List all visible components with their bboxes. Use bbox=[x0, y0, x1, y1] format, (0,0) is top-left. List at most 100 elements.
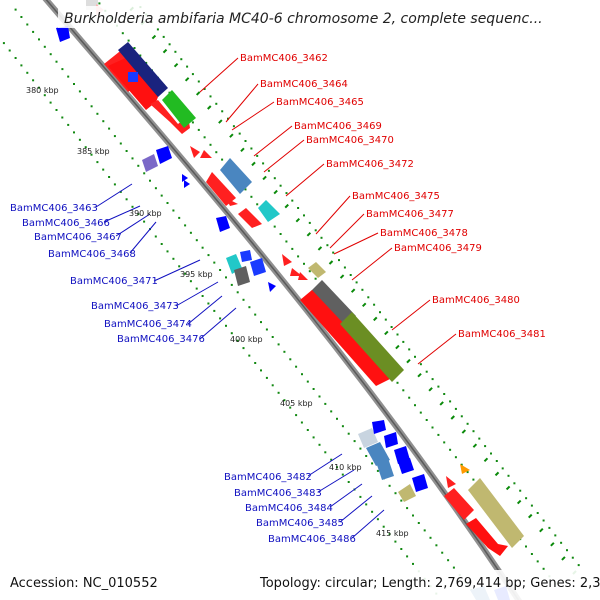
gene-3473b[interactable] bbox=[250, 258, 266, 276]
gene-3482[interactable] bbox=[358, 428, 378, 448]
gene-label[interactable]: BamMC406_3473 bbox=[91, 301, 179, 312]
gene-3485[interactable] bbox=[398, 458, 414, 474]
gene-3479[interactable] bbox=[308, 262, 326, 278]
gene-3477[interactable] bbox=[290, 268, 302, 276]
gene-3485b[interactable] bbox=[412, 474, 428, 492]
gene-label[interactable]: BamMC406_3465 bbox=[276, 97, 364, 108]
leader-line bbox=[285, 163, 325, 197]
gene-label[interactable]: BamMC406_3485 bbox=[256, 518, 344, 529]
gene-label[interactable]: BamMC406_3484 bbox=[245, 503, 333, 514]
gene-label[interactable]: BamMC406_3479 bbox=[394, 243, 482, 254]
gene-3476[interactable] bbox=[268, 282, 276, 292]
gene-3467b[interactable] bbox=[184, 180, 190, 188]
track-dot bbox=[215, 151, 218, 154]
track-dot bbox=[300, 421, 303, 424]
gene-label[interactable]: BamMC406_3471 bbox=[70, 276, 158, 287]
gene-label[interactable]: BamMC406_3472 bbox=[326, 159, 414, 170]
gene-3478[interactable] bbox=[298, 272, 308, 280]
gene-3472c[interactable] bbox=[238, 208, 262, 228]
gene-3469[interactable] bbox=[190, 146, 200, 158]
gene-3466[interactable] bbox=[142, 154, 158, 172]
track-dot bbox=[242, 347, 245, 350]
gene-3462b[interactable] bbox=[108, 56, 160, 110]
track-dot bbox=[197, 128, 200, 131]
gene-orange[interactable] bbox=[460, 464, 470, 474]
track-dot bbox=[121, 32, 124, 35]
gene-3465[interactable] bbox=[162, 90, 196, 128]
leader-line bbox=[95, 183, 133, 208]
track-dot bbox=[38, 38, 40, 41]
tick-mark bbox=[350, 288, 356, 293]
gene-3468[interactable] bbox=[216, 216, 230, 232]
gene-3472[interactable] bbox=[226, 198, 238, 206]
track-dot bbox=[460, 463, 463, 466]
track-dot bbox=[484, 445, 487, 448]
tick-mark bbox=[218, 119, 223, 124]
gene-3480-grey[interactable] bbox=[310, 280, 356, 328]
track-dot bbox=[355, 281, 358, 284]
gene-label[interactable]: BamMC406_3468 bbox=[48, 249, 136, 260]
gene-label[interactable]: BamMC406_3481 bbox=[458, 329, 546, 340]
gene-label[interactable]: BamMC406_3462 bbox=[240, 53, 328, 64]
gene-label[interactable]: BamMC406_3474 bbox=[104, 319, 192, 330]
gene-navy[interactable] bbox=[118, 42, 168, 97]
kbp-labels: 380 kbp 385 kbp 390 kbp 395 kbp 400 kbp … bbox=[26, 86, 409, 538]
gene-label[interactable]: BamMC406_3464 bbox=[260, 79, 348, 90]
track-dot bbox=[55, 60, 58, 63]
track-dot bbox=[449, 400, 452, 403]
gene-label[interactable]: BamMC406_3469 bbox=[294, 121, 382, 132]
track-dot bbox=[347, 432, 350, 435]
gene-3464[interactable] bbox=[150, 100, 190, 134]
gene-3467[interactable] bbox=[182, 174, 188, 182]
gene-label[interactable]: BamMC406_3486 bbox=[268, 534, 356, 545]
gene-small-red[interactable] bbox=[446, 476, 456, 488]
gene-3486[interactable] bbox=[398, 484, 416, 502]
gene-label[interactable]: BamMC406_3463 bbox=[10, 203, 98, 214]
track-dot bbox=[236, 291, 239, 294]
gene-label[interactable]: BamMC406_3470 bbox=[306, 135, 394, 146]
gene-blue-top[interactable] bbox=[128, 72, 138, 82]
gene-label[interactable]: BamMC406_3480 bbox=[432, 295, 520, 306]
gene-label[interactable]: BamMC406_3475 bbox=[352, 191, 440, 202]
track-dot bbox=[195, 239, 198, 242]
gene-3475[interactable] bbox=[282, 254, 292, 266]
gene-3463[interactable] bbox=[56, 26, 70, 42]
gene-3470[interactable] bbox=[220, 158, 252, 194]
track-dot bbox=[571, 556, 574, 559]
track-dot bbox=[371, 462, 374, 465]
gene-label[interactable]: BamMC406_3466 bbox=[22, 218, 110, 229]
gene-red-far2[interactable] bbox=[466, 518, 508, 556]
gene-3470b[interactable] bbox=[206, 172, 236, 206]
gene-red-far1[interactable] bbox=[444, 488, 474, 520]
track-dot bbox=[414, 355, 416, 358]
gene-3469b[interactable] bbox=[200, 150, 212, 158]
track-dot bbox=[156, 28, 159, 31]
track-dot bbox=[400, 548, 403, 550]
track-dot bbox=[472, 430, 475, 433]
gene-label[interactable]: BamMC406_3483 bbox=[234, 488, 322, 499]
gene-3466b[interactable] bbox=[156, 146, 172, 164]
gene-3482b[interactable] bbox=[372, 420, 386, 434]
gene-label[interactable]: BamMC406_3477 bbox=[366, 209, 454, 220]
leader-line bbox=[175, 281, 219, 307]
track-dot bbox=[219, 317, 222, 320]
gene-3480[interactable] bbox=[300, 290, 392, 386]
gene-3481[interactable] bbox=[340, 312, 404, 382]
gene-label[interactable]: BamMC406_3482 bbox=[224, 472, 312, 483]
gene-3483b[interactable] bbox=[384, 432, 398, 448]
gene-label[interactable]: BamMC406_3476 bbox=[117, 334, 205, 345]
track-dot bbox=[530, 504, 533, 507]
track-dot bbox=[441, 551, 444, 554]
leader-line bbox=[225, 83, 259, 123]
gene-3474[interactable] bbox=[234, 266, 250, 286]
gene-3484[interactable] bbox=[376, 458, 394, 480]
gene-khaki-far[interactable] bbox=[468, 478, 524, 548]
gene-label[interactable]: BamMC406_3467 bbox=[34, 232, 122, 243]
track-dot bbox=[67, 75, 70, 78]
tick-mark bbox=[251, 161, 256, 167]
gene-label[interactable]: BamMC406_3478 bbox=[380, 228, 468, 239]
leader-line bbox=[307, 453, 343, 477]
track-dot bbox=[519, 489, 522, 492]
gene-3473[interactable] bbox=[240, 250, 252, 262]
gene-3472b[interactable] bbox=[258, 200, 280, 222]
